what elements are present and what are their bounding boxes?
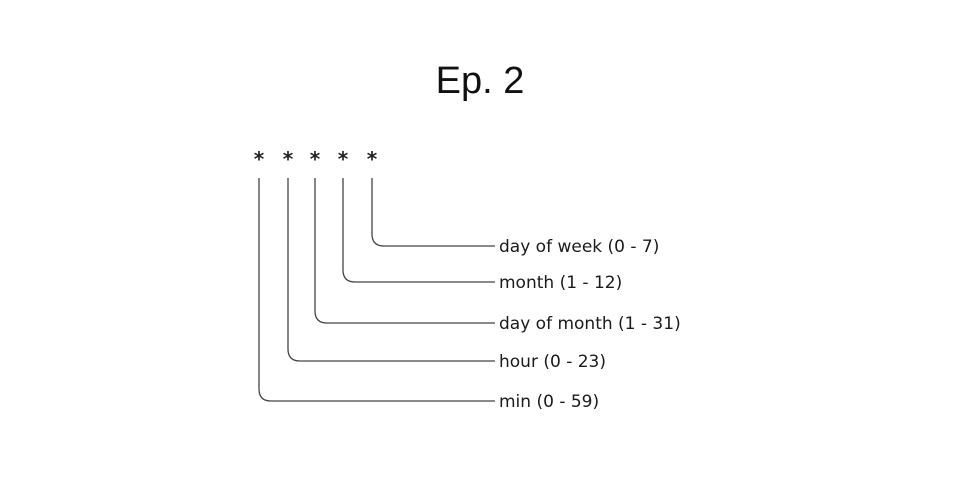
connector-line [287, 178, 495, 362]
cron-field-asterisk: * [366, 147, 378, 171]
cron-field-asterisk: * [337, 147, 349, 171]
connector-line [371, 178, 495, 247]
field-label: hour (0 - 23) [499, 352, 606, 372]
cron-field-asterisk: * [253, 147, 265, 171]
field-label: day of week (0 - 7) [499, 237, 659, 257]
cron-field-asterisk: * [309, 147, 321, 171]
connector-line [314, 178, 495, 324]
connector-line [258, 178, 495, 402]
page-title: Ep. 2 [435, 60, 525, 102]
connector-line [342, 178, 495, 283]
field-label: month (1 - 12) [499, 273, 622, 293]
cron-field-asterisk: * [282, 147, 294, 171]
field-label: min (0 - 59) [499, 392, 599, 412]
field-label: day of month (1 - 31) [499, 314, 681, 334]
